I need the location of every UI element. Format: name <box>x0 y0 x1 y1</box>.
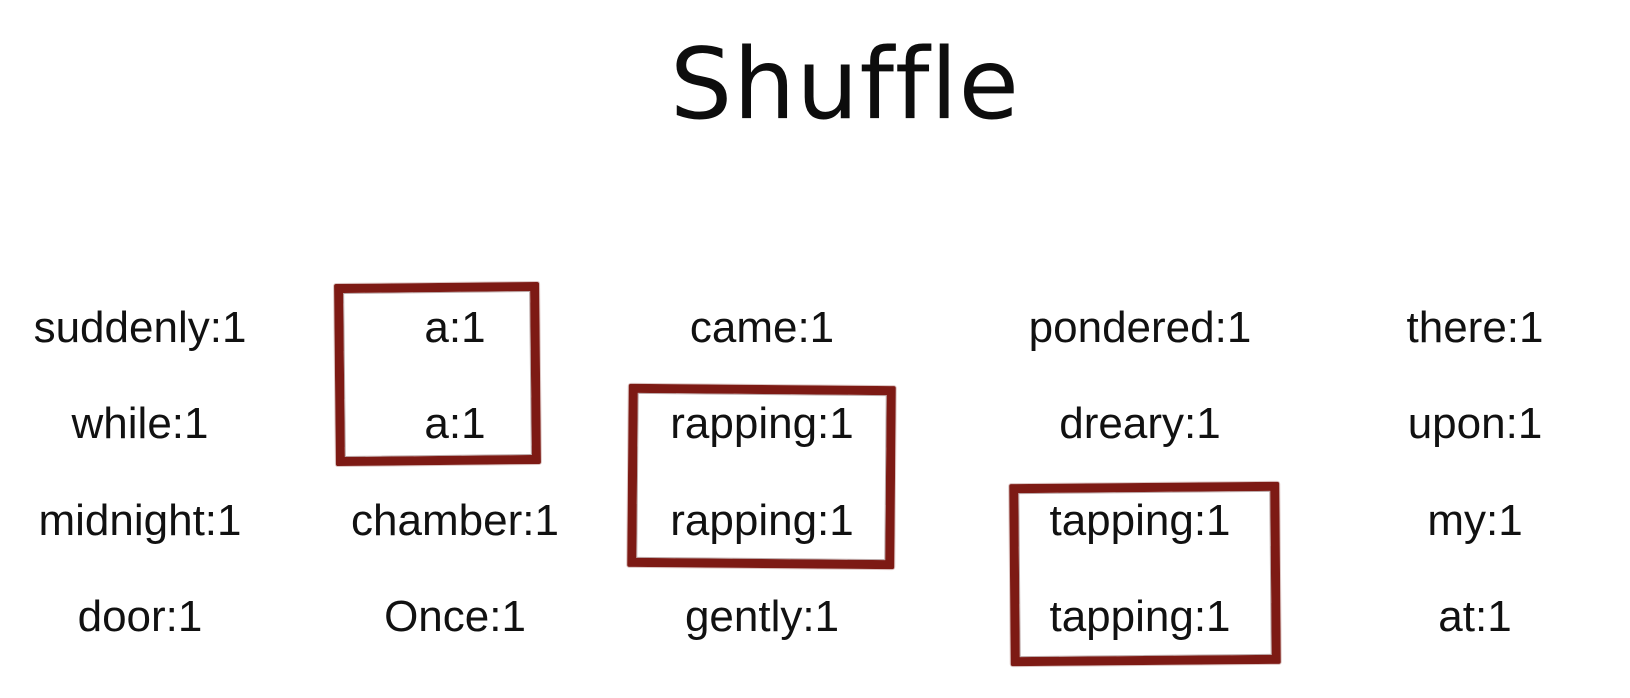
word-count-item: my:1 <box>1427 496 1523 545</box>
word-count-item: suddenly:1 <box>33 303 247 352</box>
slide-title: Shuffle <box>670 28 1020 142</box>
word-count-item: a:1 <box>424 303 486 352</box>
word-count-item: tapping:1 <box>1049 592 1231 641</box>
word-count-item: midnight:1 <box>38 496 242 545</box>
word-count-item: Once:1 <box>384 592 526 641</box>
word-count-item: dreary:1 <box>1059 399 1221 448</box>
word-count-item: tapping:1 <box>1049 496 1231 545</box>
word-count-item: a:1 <box>424 399 486 448</box>
word-count-item: there:1 <box>1406 303 1544 352</box>
group-frame-rapping <box>627 383 896 570</box>
word-count-item: rapping:1 <box>670 399 854 448</box>
word-count-item: chamber:1 <box>351 496 559 545</box>
word-count-item: while:1 <box>71 399 209 448</box>
word-count-item: pondered:1 <box>1028 303 1252 352</box>
word-count-item: rapping:1 <box>670 496 854 545</box>
word-count-item: upon:1 <box>1407 399 1543 448</box>
word-count-item: door:1 <box>77 592 203 641</box>
group-frame-a <box>334 281 541 467</box>
group-frame-tapping <box>1009 481 1281 667</box>
word-count-item: came:1 <box>689 303 835 352</box>
word-count-item: gently:1 <box>684 592 840 641</box>
word-count-item: at:1 <box>1438 592 1512 641</box>
